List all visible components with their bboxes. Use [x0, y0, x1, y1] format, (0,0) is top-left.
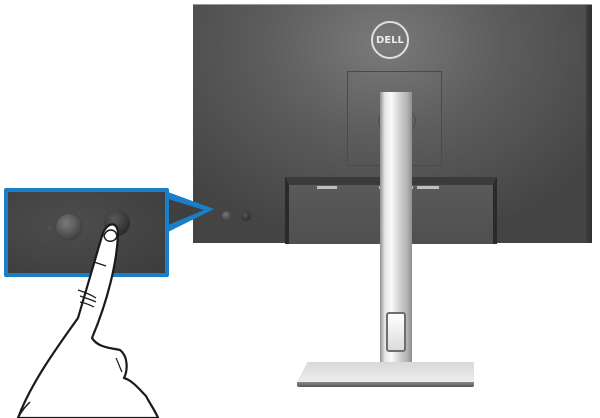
- port-slot: [417, 186, 439, 189]
- stand-base-edge: [297, 382, 474, 387]
- power-button[interactable]: [222, 211, 231, 220]
- dell-logo-text: DELL: [376, 34, 404, 46]
- cable-management-slot: [386, 312, 406, 352]
- dell-logo-icon: DELL: [371, 21, 409, 59]
- monitor-right-edge: [586, 5, 592, 243]
- joystick-button[interactable]: [241, 211, 251, 221]
- callout-closeup: [4, 188, 169, 277]
- stand-base: [297, 362, 474, 382]
- power-button-closeup[interactable]: [56, 214, 82, 240]
- port-slot: [317, 186, 337, 189]
- indicator-dot: [48, 226, 51, 229]
